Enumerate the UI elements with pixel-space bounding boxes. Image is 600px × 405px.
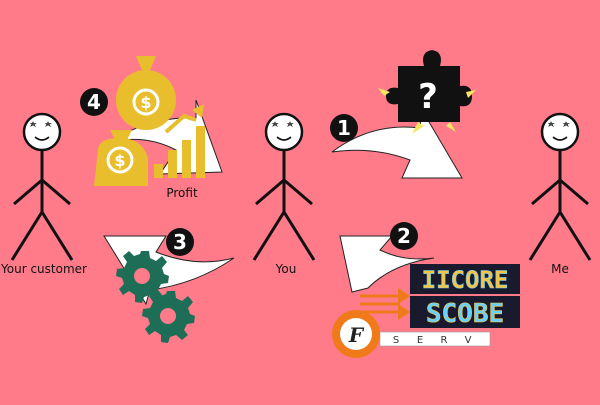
service-logo: IICORE SCOBE S E R V F	[332, 264, 520, 358]
customer-label: Your customer	[1, 262, 87, 276]
logo-line-1: IICORE	[422, 266, 509, 294]
step-3-badge: 3	[166, 228, 194, 256]
logo-badge-letter: F	[348, 323, 365, 347]
logo-tagline-v: V	[465, 335, 472, 346]
step-4-number: 4	[87, 90, 101, 114]
step-4-badge: 4	[80, 88, 108, 116]
svg-text:$: $	[114, 151, 125, 170]
me-figure	[528, 112, 592, 262]
svg-text:$: $	[140, 93, 151, 112]
puzzle-question-mark: ?	[418, 77, 438, 117]
profit-label: Profit	[166, 186, 198, 200]
you-figure	[252, 112, 316, 262]
logo-line-2: SCOBE	[426, 299, 504, 329]
step-2-badge: 2	[390, 222, 418, 250]
arrow-me-to-you	[339, 235, 435, 293]
step-3-number: 3	[173, 230, 187, 254]
puzzle-question-icon: ?	[378, 50, 476, 134]
logo-tagline-r: R	[441, 335, 448, 346]
logo-tagline-s: S	[393, 335, 399, 346]
step-2-number: 2	[397, 224, 411, 248]
arrow-you-to-me	[331, 108, 463, 179]
money-bags-growth-icon: $ $	[94, 56, 205, 186]
logo-tagline-e: E	[417, 335, 423, 346]
step-1-number: 1	[337, 116, 351, 140]
me-label: Me	[551, 262, 569, 276]
step-1-badge: 1	[330, 114, 358, 142]
customer-figure	[10, 112, 74, 262]
you-label: You	[275, 262, 297, 276]
